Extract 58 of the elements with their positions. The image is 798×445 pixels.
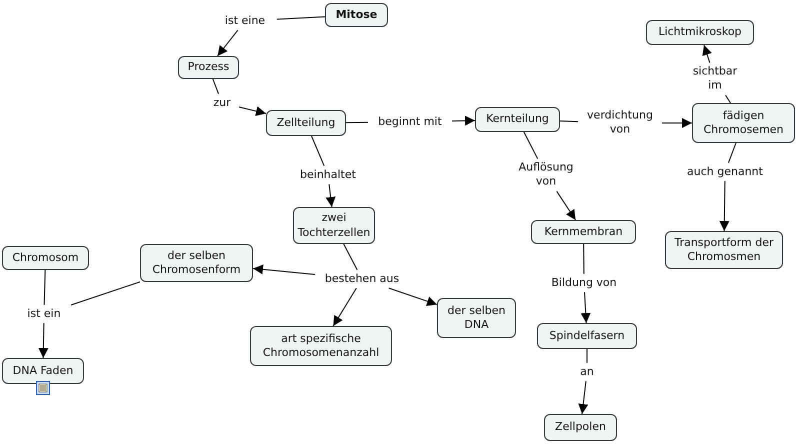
- concept-box: [475, 107, 560, 132]
- concept-label: Spindelfasern: [549, 328, 625, 344]
- connector-line: [583, 244, 584, 274]
- concept-label: DNA Faden: [12, 364, 74, 378]
- arrow: [578, 380, 588, 414]
- concept-box: [692, 103, 795, 143]
- arrow: [332, 288, 357, 326]
- concept-label: zwei Tochterzellen: [296, 211, 372, 240]
- connector-line: [586, 348, 588, 364]
- concept-label: Mitose: [336, 8, 378, 22]
- connector-line: [523, 132, 538, 160]
- concept-label: Kernteilung: [486, 112, 549, 127]
- concept-label: der selben DNA: [446, 304, 507, 332]
- arrow: [556, 190, 576, 220]
- connector-line: [276, 16, 326, 20]
- connector-line: [728, 142, 736, 164]
- connector-line: [725, 94, 732, 104]
- concept-box: [665, 231, 783, 269]
- concept-box: [2, 358, 84, 384]
- concept-box: [266, 110, 346, 136]
- concept-label: Zellpolen: [555, 420, 606, 435]
- arrow: [38, 322, 48, 358]
- concept-box: [437, 298, 516, 338]
- concept-label: Zellteilung: [276, 116, 336, 130]
- concept-label: der selben Chromosenform: [151, 248, 242, 278]
- concept-box: [531, 220, 636, 244]
- concept-box: [537, 323, 637, 349]
- arrow: [252, 264, 316, 275]
- concept-label: Kernmembran: [544, 224, 623, 240]
- connector-line: [311, 136, 325, 166]
- concept-box: [646, 20, 754, 45]
- connector-line: [560, 120, 578, 122]
- concept-label: Transportform der Chromosmen: [673, 236, 775, 264]
- connector-line: [343, 244, 358, 270]
- connector-line: [44, 270, 46, 306]
- arrow: [388, 288, 438, 306]
- arrow: [719, 180, 730, 232]
- concept-box: [325, 3, 388, 27]
- arrow: [662, 118, 692, 128]
- arrow: [702, 44, 712, 64]
- arrow: [238, 106, 266, 116]
- arrow: [452, 116, 476, 126]
- concept-label: Prozess: [188, 60, 230, 75]
- arrow: [326, 184, 336, 208]
- concept-box: [178, 56, 239, 79]
- concept-box: [544, 414, 617, 441]
- concept-box: [140, 244, 253, 282]
- arrow: [217, 30, 238, 56]
- concept-label: Lichtmikroskop: [658, 25, 742, 40]
- connector-line: [212, 78, 220, 94]
- concept-box: [250, 326, 392, 366]
- concept-label: Chromosom: [12, 250, 79, 266]
- connector-line: [70, 281, 140, 306]
- concept-label: art spezifische Chromosomenanzahl: [262, 332, 380, 360]
- connector-line: [346, 122, 368, 124]
- concept-label: fädigen Chromosemen: [702, 108, 785, 138]
- concept-box: [2, 246, 89, 270]
- arrow: [580, 292, 591, 324]
